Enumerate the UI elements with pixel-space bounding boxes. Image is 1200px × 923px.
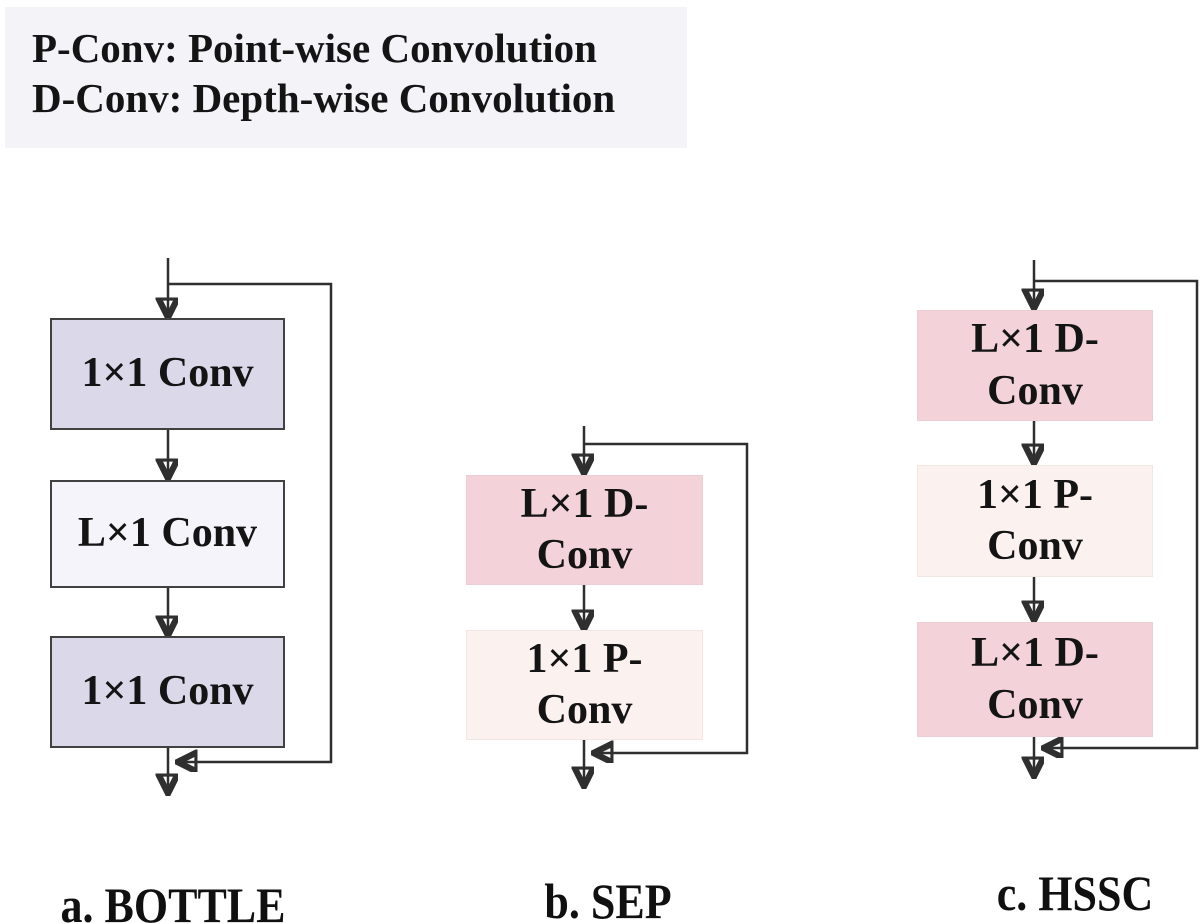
legend-box: P-Conv: Point-wise Convolution D-Conv: D…: [5, 7, 687, 148]
caption-sep: b. SEP: [544, 873, 672, 923]
hssc-block-pconv: 1×1 P- Conv: [917, 465, 1153, 577]
hssc-block-dconv-1: L×1 D- Conv: [917, 310, 1153, 421]
legend-line-dconv: D-Conv: Depth-wise Convolution: [32, 75, 616, 121]
bottle-block-conv-1: 1×1 Conv: [50, 318, 285, 430]
hssc-block-dconv-2: L×1 D- Conv: [917, 622, 1153, 737]
legend-line-pconv: P-Conv: Point-wise Convolution: [32, 25, 597, 71]
sep-block-dconv: L×1 D- Conv: [466, 475, 703, 585]
bottle-block-conv-3: 1×1 Conv: [50, 636, 285, 748]
bottle-block-conv-2: L×1 Conv: [50, 480, 285, 588]
caption-hssc: c. HSSC: [996, 865, 1154, 921]
caption-bottle: a. BOTTLE: [60, 877, 286, 923]
sep-block-pconv: 1×1 P- Conv: [466, 630, 703, 740]
